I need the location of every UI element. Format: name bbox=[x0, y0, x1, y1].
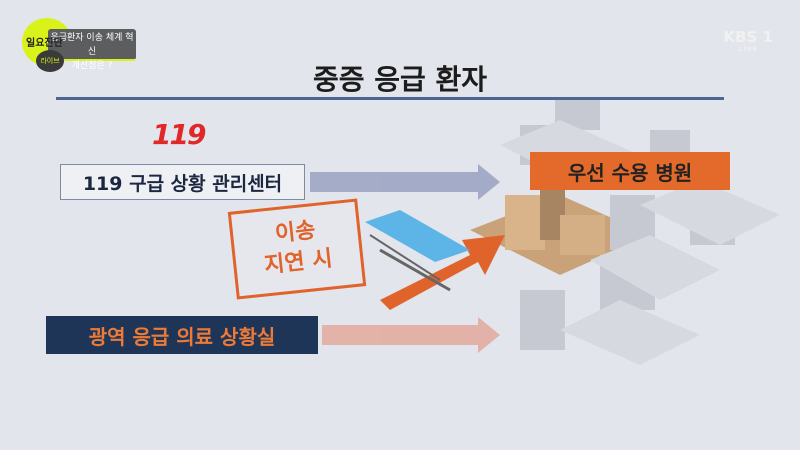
priority-hospital-label: 우선 수용 병원 bbox=[530, 152, 730, 190]
topic-line-2: 개선점은 ? bbox=[71, 61, 113, 71]
source-119-center: 119 구급 상황 관리센터 bbox=[60, 164, 305, 200]
buildings-illustration bbox=[470, 100, 780, 365]
page-title: 중증 응급 환자 bbox=[312, 63, 488, 96]
channel-sub: LIVE bbox=[738, 46, 758, 53]
live-tag: 라이브 bbox=[36, 50, 64, 72]
title-divider bbox=[56, 97, 724, 100]
arrow-delay bbox=[380, 235, 505, 310]
logo-119: 119 bbox=[152, 118, 206, 151]
arrow-bottom bbox=[322, 317, 500, 353]
channel-name: KBS 1 bbox=[723, 28, 773, 46]
topic-line-1: 응급환자 이송 체계 혁신 bbox=[50, 33, 134, 57]
source-regional-center: 광역 응급 의료 상황실 bbox=[46, 316, 318, 354]
stretcher-illustration bbox=[365, 210, 470, 292]
arrow-top bbox=[310, 164, 500, 200]
program-badge-label: 일요진단 bbox=[26, 38, 63, 49]
